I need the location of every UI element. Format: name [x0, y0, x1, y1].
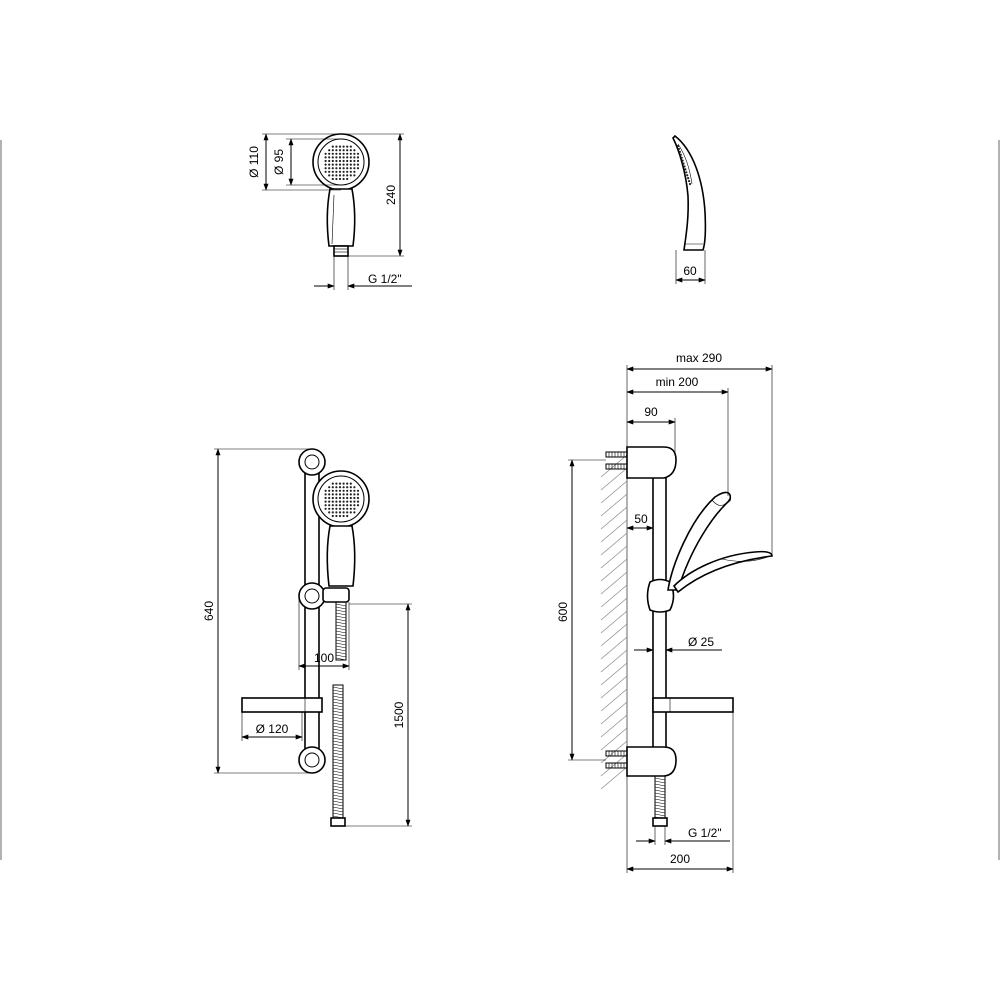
dim-soap-dish-diameter: Ø 120 [256, 722, 289, 736]
bottom-wall-bracket [298, 746, 326, 774]
set-spray-head [312, 470, 370, 528]
dim-rail-height-front: 640 [202, 601, 216, 621]
dim-outlet-connection: G 1/2" [688, 826, 722, 840]
side-bottom-bracket [626, 746, 677, 777]
dim-handshower-width-side: 60 [683, 264, 697, 278]
dim-bracket-projection: 90 [644, 405, 658, 419]
shower-set-front-dims: 640 100 Ø 120 1500 [202, 448, 412, 827]
spray-nozzles [324, 145, 360, 181]
dim-handshower-length: 240 [384, 185, 398, 205]
sliding-holder [298, 582, 326, 610]
dim-hose-length: 1500 [392, 701, 406, 728]
dim-handshower-connection: G 1/2" [368, 272, 402, 286]
handshower-min-position [667, 491, 732, 591]
handle [326, 188, 356, 247]
soap-dish [241, 697, 323, 713]
wall-screws [605, 451, 628, 769]
set-spray-nozzles [324, 482, 360, 518]
dim-holder-spacing: 100 [314, 651, 334, 665]
side-top-bracket [626, 446, 677, 479]
handshower-side-view [672, 134, 707, 251]
spray-head-outer [312, 133, 370, 191]
dim-rail-wall-offset: 50 [634, 512, 648, 526]
dim-head-face-diameter: Ø 95 [272, 149, 286, 175]
hose-nut [330, 817, 346, 827]
dim-fixing-distance: 600 [556, 602, 570, 622]
shower-set-side-dims: max 290 min 200 90 50 Ø 25 600 G 1/2" 20… [556, 351, 773, 873]
handshower-side-dims: 60 [675, 250, 706, 284]
handshower-max-position [672, 550, 773, 594]
dim-rail-diameter: Ø 25 [688, 635, 714, 649]
shower-set-side-view [600, 446, 773, 827]
handshower-front-view [312, 133, 370, 257]
shower-set-front-view [241, 448, 370, 827]
handle-line [331, 194, 335, 245]
dim-max-projection: max 290 [676, 351, 722, 365]
set-handle [326, 525, 356, 587]
spray-nozzles-side [676, 144, 692, 186]
handshower-front-dims: Ø 110 Ø 95 240 G 1/2" [247, 133, 412, 290]
dim-head-outer-diameter: Ø 110 [247, 146, 261, 178]
handshower-side-body [672, 134, 707, 251]
side-slider [646, 578, 675, 613]
dim-min-projection: min 200 [656, 375, 699, 389]
holder-arm [322, 587, 350, 603]
dim-soap-dish-projection: 200 [670, 852, 690, 866]
connection-thread [333, 245, 349, 257]
side-soap-dish [652, 697, 734, 713]
wall-hatch [600, 454, 628, 790]
top-wall-bracket [298, 448, 326, 476]
side-hose-nut [652, 817, 668, 827]
